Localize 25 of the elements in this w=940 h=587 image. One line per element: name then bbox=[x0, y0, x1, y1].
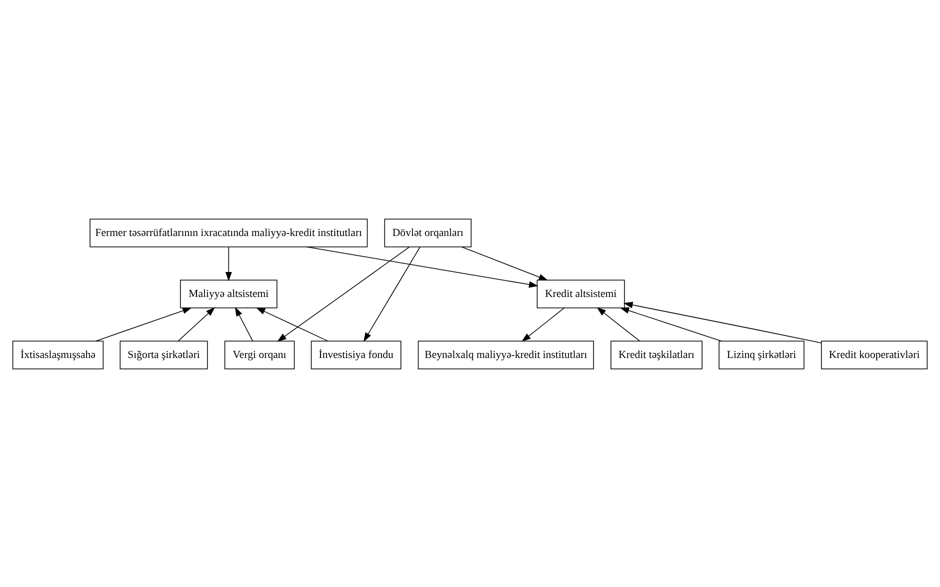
arrow bbox=[95, 307, 192, 341]
arrow bbox=[623, 301, 822, 343]
arrow bbox=[461, 246, 548, 280]
node-box: İnvestisiya fondu bbox=[310, 340, 402, 369]
node-box: Fermer təsərrüfatlarının ixracatında maliyyə-kredit institutları bbox=[90, 218, 368, 247]
node-box: Vergi orqanı bbox=[224, 340, 295, 369]
node-box: Beynəlxalq maliyyə-kredit institutları bbox=[418, 340, 594, 369]
arrow bbox=[522, 307, 565, 342]
arrow bbox=[256, 306, 328, 341]
arrow bbox=[620, 306, 722, 341]
arrow bbox=[277, 246, 410, 342]
arrow bbox=[178, 306, 216, 341]
arrow bbox=[363, 246, 420, 342]
node-box: Dövlət orqanları bbox=[384, 218, 472, 247]
arrow bbox=[234, 306, 254, 341]
arrow bbox=[596, 306, 640, 341]
node-box: Kredit təşkilatları bbox=[610, 340, 702, 369]
node-box: Lizinq şirkətləri bbox=[718, 340, 804, 369]
arrow bbox=[306, 246, 538, 288]
node-box: Kredit altsistemi bbox=[536, 279, 625, 308]
node-box: Maliyyə altsistemi bbox=[180, 279, 278, 308]
node-box: İxtisaslaşmışsahə bbox=[12, 340, 104, 369]
arrow bbox=[225, 246, 232, 281]
node-box: Sığorta şirkətləri bbox=[120, 340, 208, 369]
node-box: Kredit kooperativləri bbox=[821, 340, 928, 369]
